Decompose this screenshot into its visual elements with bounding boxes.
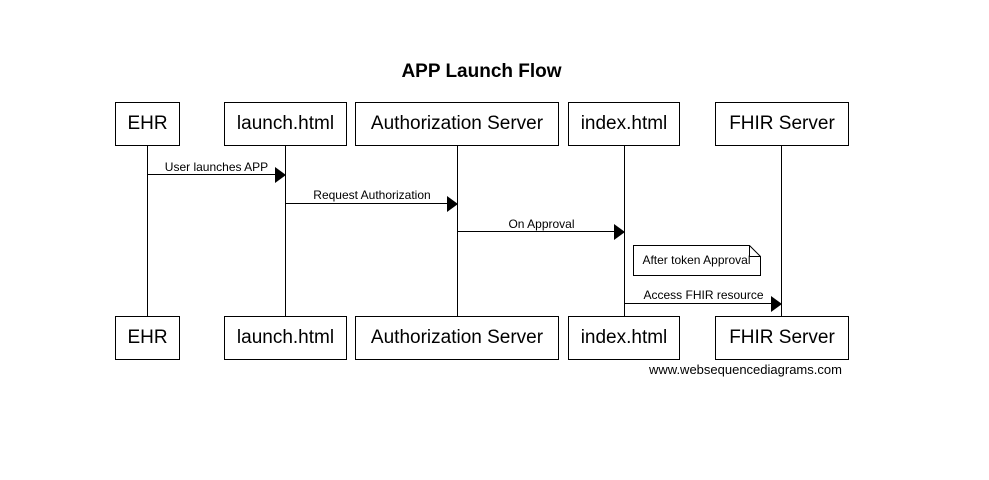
message-arrow-on-approval <box>458 231 614 232</box>
arrowhead-user-launches <box>275 167 286 183</box>
participant-fhir-server-top: FHIR Server <box>715 102 849 146</box>
participant-fhir-server-bottom: FHIR Server <box>715 316 849 360</box>
note-shape <box>633 245 761 276</box>
note-after-token-approval: After token Approval <box>633 245 761 276</box>
participant-ehr-top: EHR <box>115 102 180 146</box>
arrowhead-access-fhir <box>771 296 782 312</box>
message-label-request-authorization: Request Authorization <box>313 188 431 202</box>
participant-index-bottom: index.html <box>568 316 680 360</box>
message-label-access-fhir: Access FHIR resource <box>643 288 764 302</box>
participant-launch-bottom: launch.html <box>224 316 347 360</box>
note-label: After token Approval <box>642 253 751 267</box>
participant-ehr-bottom: EHR <box>115 316 180 360</box>
arrowhead-request-authorization <box>447 196 458 212</box>
arrowhead-on-approval <box>614 224 625 240</box>
message-arrow-access-fhir <box>625 303 771 304</box>
participant-authorization-server-top: Authorization Server <box>355 102 559 146</box>
message-arrow-user-launches <box>148 174 275 175</box>
message-label-user-launches: User launches APP <box>164 160 269 174</box>
lifeline-fhir-server <box>781 146 782 317</box>
lifeline-authorization-server <box>457 146 458 317</box>
lifeline-launch <box>285 146 286 317</box>
participant-index-top: index.html <box>568 102 680 146</box>
participant-authorization-server-bottom: Authorization Server <box>355 316 559 360</box>
message-label-on-approval: On Approval <box>508 217 575 231</box>
message-arrow-request-authorization <box>286 203 447 204</box>
diagram-title: APP Launch Flow <box>401 61 562 82</box>
watermark: www.websequencediagrams.com <box>649 362 842 377</box>
participant-launch-top: launch.html <box>224 102 347 146</box>
lifeline-ehr <box>147 146 148 317</box>
